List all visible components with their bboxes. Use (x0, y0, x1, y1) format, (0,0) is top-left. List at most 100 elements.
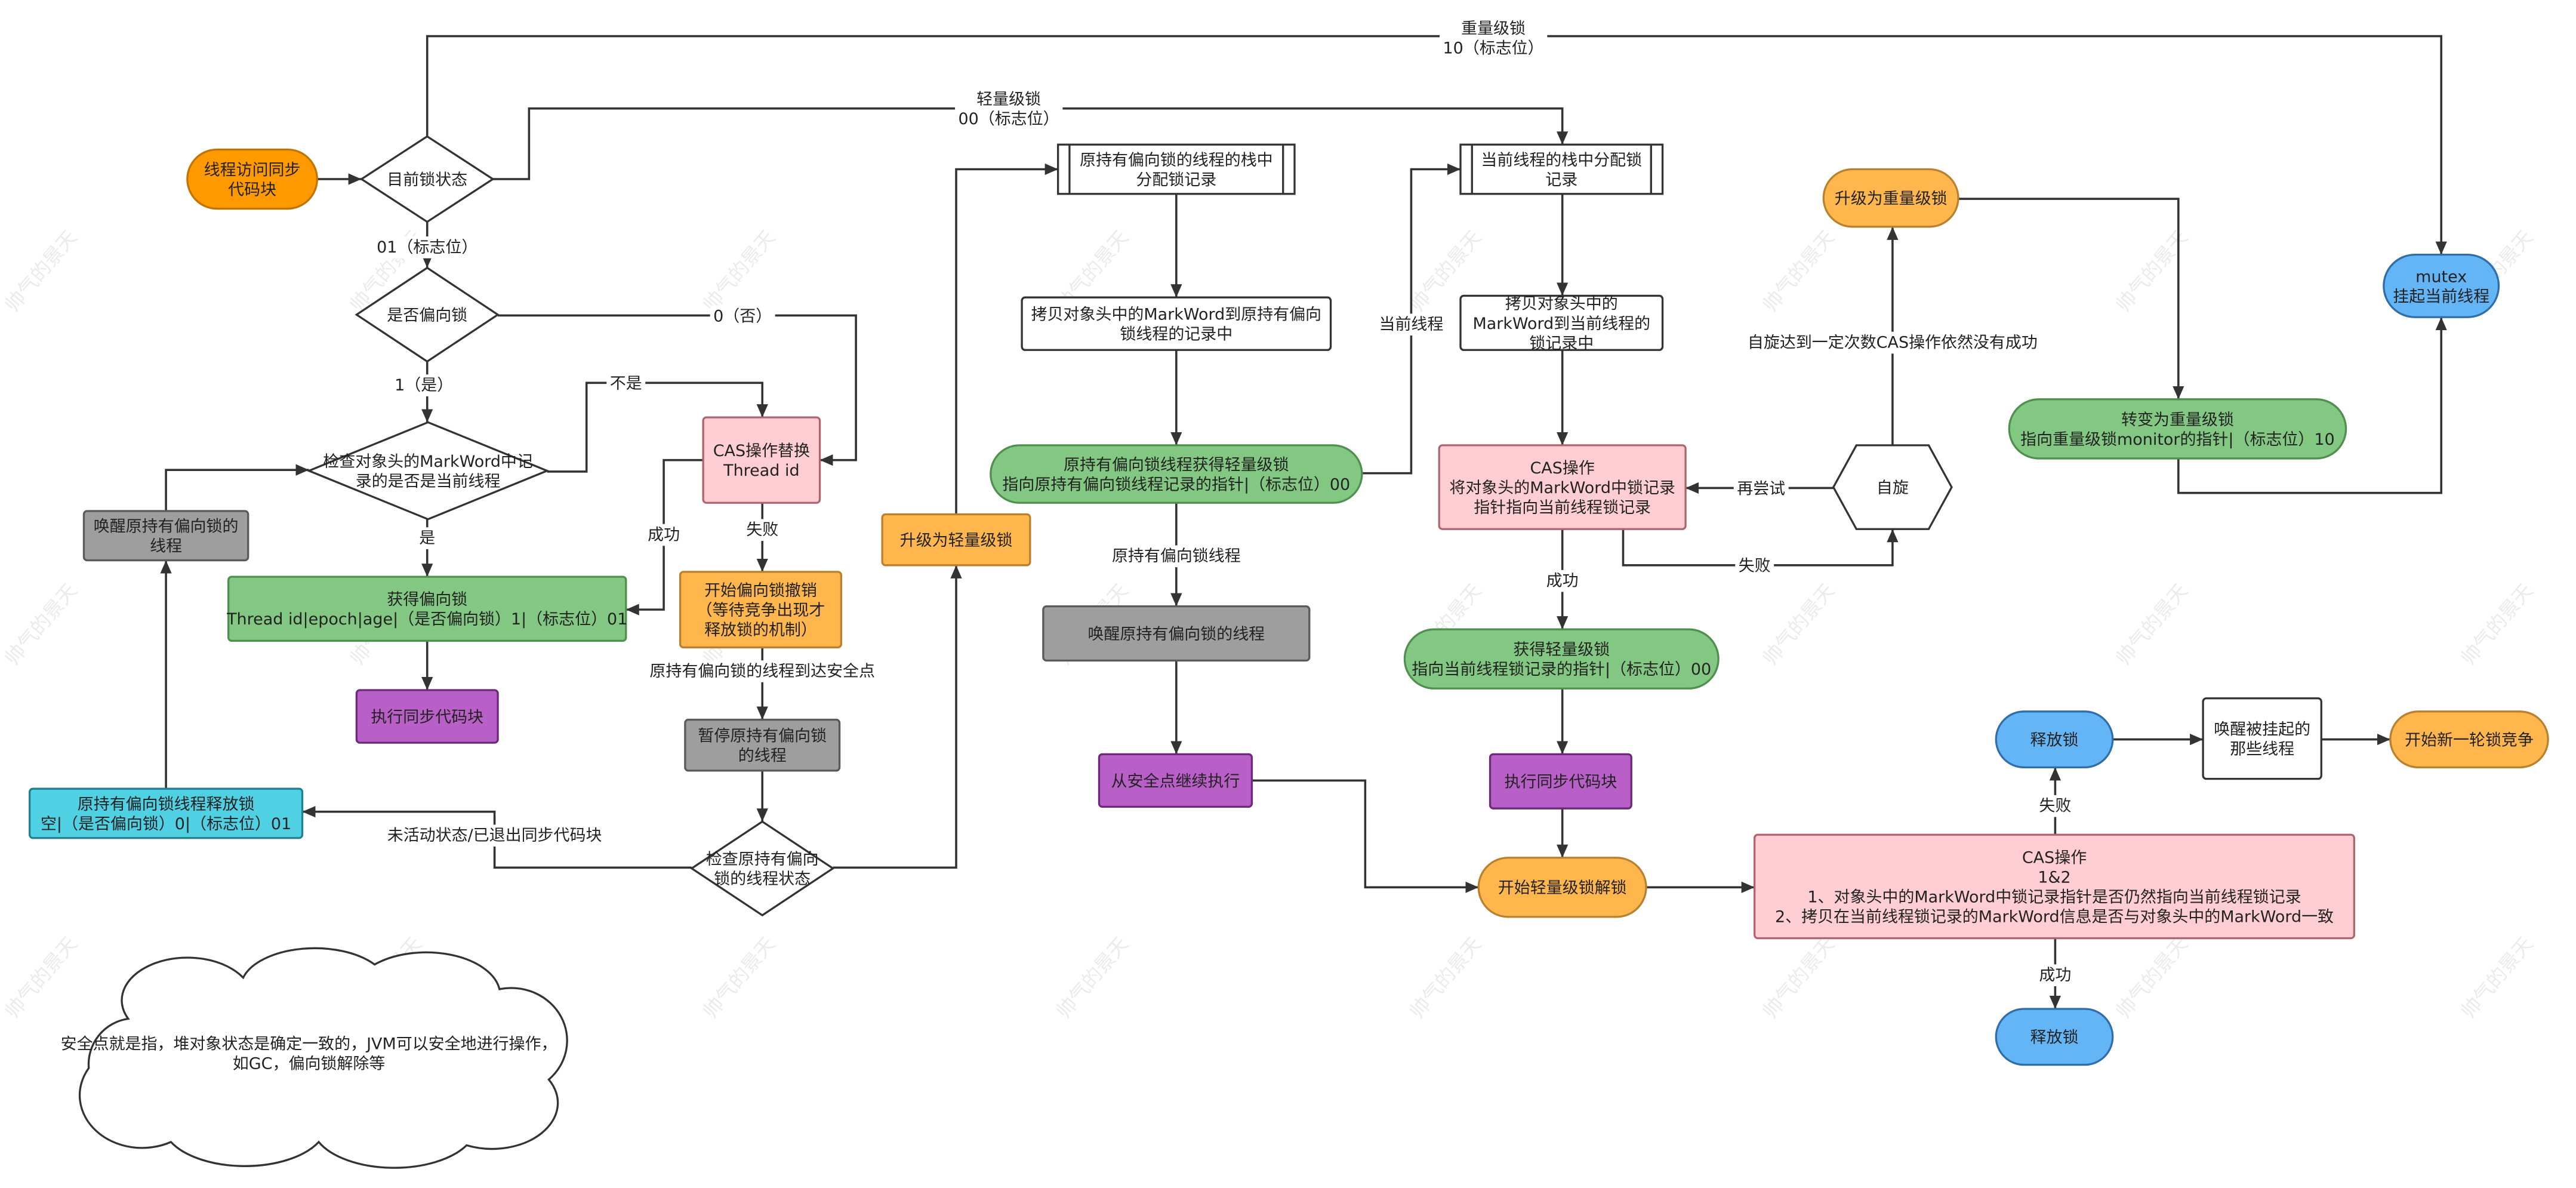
edge-check-markword-to-cas-thread-id (547, 381, 768, 473)
exec-sync-1-shape (355, 689, 499, 744)
cas-unlock-label-line: 2、拷贝在当前线程锁记录的MarkWord信息是否与对象头中的MarkWord一… (1775, 907, 2334, 926)
edge-label-unlock-fail: 失败 (2035, 795, 2075, 817)
wake-owner-2-label-line: 唤醒原持有偏向锁的线程 (1088, 625, 1265, 644)
edge-layer (160, 35, 2447, 1009)
release-biased-shape (28, 787, 304, 839)
start-unlock-label: 开始轻量级锁解锁 (1498, 879, 1627, 897)
edge-label-flag01: 01（标志位） (373, 236, 482, 258)
edge-label-light-label-line: 轻量级锁 (976, 90, 1041, 109)
node-cur-alloc: 当前线程的栈中分配锁记录 (1459, 143, 1664, 195)
to-heavy-label-line: 指向重量级锁monitor的指针|（标志位）10 (2020, 430, 2334, 449)
edge-label-background (955, 88, 1063, 130)
upgrade-heavy-shape (1822, 168, 1959, 228)
check-markword-label: 检查对象头的MarkWord中记录的是否是当前线程 (323, 453, 533, 491)
cas-thread-id-label-line: CAS操作替换 (713, 442, 810, 460)
edge-label-background (1440, 18, 1548, 60)
edge-label-not-current-label-line: 不是 (610, 374, 642, 393)
edge-label-flag01-label: 01（标志位） (377, 238, 477, 257)
release-ok-label: 释放锁 (2030, 1029, 2079, 1047)
node-resume-safepoint: 从安全点继续执行 (1098, 753, 1253, 808)
start-unlock-label-line: 开始轻量级锁解锁 (1498, 879, 1627, 897)
pause-owner-label-line: 暂停原持有偏向锁 (698, 727, 827, 746)
lock-state-label: 目前锁状态 (387, 171, 467, 189)
wake-owner-2-label: 唤醒原持有偏向锁的线程 (1088, 625, 1265, 644)
note-cloud-label-line: 安全点就是指，堆对象状态是确定一致的，JVM可以安全地进行操作， (61, 1035, 557, 1054)
cas-light-label-line: CAS操作 (1530, 459, 1594, 478)
edge-label-background (1375, 313, 1447, 336)
cur-copy-label-line: 拷贝对象头中的 (1505, 295, 1618, 313)
edge-label-cas-light-ok: 成功 (1543, 570, 1582, 592)
node-cas-light: CAS操作将对象头的MarkWord中锁记录指针指向当前线程锁记录 (1438, 444, 1687, 530)
node-owner-alloc: 原持有偏向锁的线程的栈中分配锁记录 (1057, 143, 1296, 195)
node-spin: 自旋 (1832, 444, 1953, 530)
node-layer: 线程访问同步代码块 目前锁状态是否偏向锁检查对象头的MarkWord中记录的是否是… (28, 135, 2549, 1066)
mutex-label-line: mutex (2415, 267, 2467, 286)
exec-sync-1-label-line: 执行同步代码块 (371, 708, 483, 727)
check-markword-shape (306, 421, 550, 521)
start-shape (186, 148, 318, 210)
edge-label-reach-safepoint: 原持有偏向锁的线程到达安全点 (646, 660, 879, 682)
get-biased-label-line: 获得偏向锁 (387, 590, 467, 609)
edge-label-not-current-label: 不是 (610, 374, 642, 393)
release-ok-label-line: 释放锁 (2030, 1029, 2079, 1047)
exec-sync-1-label: 执行同步代码块 (371, 708, 483, 727)
release-biased-label: 原持有偏向锁线程释放锁空|（是否偏向锁）0|（标志位）01 (41, 795, 291, 833)
get-light-label: 获得轻量级锁指向当前线程锁记录的指针|（标志位）00 (1412, 641, 1711, 679)
get-light-shape (1403, 628, 1720, 690)
new-round-label: 开始新一轮锁竞争 (2405, 731, 2534, 749)
owner-get-light-label: 原持有偏向锁线程获得轻量级锁指向原持有偏向锁线程记录的指针|（标志位）00 (1002, 455, 1350, 494)
edge-label-spin-fail: 失败 (1735, 555, 1774, 577)
mutex-shape (2383, 253, 2500, 318)
upgrade-heavy-label: 升级为重量级锁 (1835, 190, 1948, 208)
watermark-text: 帅气的景天 (2456, 932, 2537, 1023)
wake-owner-1-label-line: 唤醒原持有偏向锁的 (94, 518, 239, 536)
edge-label-biased-label: 1（是） (395, 376, 453, 395)
upgrade-light-shape (881, 513, 1031, 567)
exec-sync-2-label-line: 执行同步代码块 (1505, 773, 1617, 792)
edge-label-current-thread: 当前线程 (1375, 313, 1447, 336)
release-fail-label-line: 释放锁 (2030, 731, 2079, 749)
edge-label-unlock-ok-label-line: 成功 (2039, 966, 2071, 984)
node-release-fail: 释放锁 (1995, 710, 2114, 769)
edge-label-owner-thread-label: 原持有偏向锁线程 (1112, 547, 1241, 565)
note-cloud-label: 安全点就是指，堆对象状态是确定一致的，JVM可以安全地进行操作，如GC，偏向锁解… (61, 1035, 557, 1073)
edge-label-spin-exceeded-label-line: 自旋达到一定次数CAS操作依然没有成功 (1748, 333, 2038, 352)
watermark-text: 帅气的景天 (2456, 579, 2537, 670)
is-biased-label: 是否偏向锁 (387, 306, 467, 325)
upgrade-light-label-line: 升级为轻量级锁 (900, 531, 1013, 550)
mutex-label-line: 挂起当前线程 (2393, 287, 2489, 306)
start-label: 线程访问同步代码块 (204, 161, 301, 199)
wake-owner-1-label-line: 线程 (150, 537, 182, 556)
cas-thread-id-shape (702, 416, 821, 504)
release-biased-label-line: 原持有偏向锁线程释放锁 (78, 795, 255, 814)
edge-label-background (2035, 964, 2075, 987)
revoke-biased-label-line: （等待竞争出现才 (697, 601, 825, 620)
cur-alloc-label-line: 记录 (1545, 171, 1577, 189)
edge-label-spin-exceeded-label: 自旋达到一定次数CAS操作依然没有成功 (1748, 333, 2038, 352)
cas-thread-id-label-line: Thread id (723, 461, 799, 480)
to-heavy-label: 转变为重量级锁指向重量级锁monitor的指针|（标志位）10 (2020, 411, 2334, 449)
owner-get-light-label-line: 指向原持有偏向锁线程记录的指针|（标志位）00 (1002, 475, 1350, 494)
edge-label-cas-fail-label-line: 失败 (746, 521, 778, 539)
edge-label-inactive-label-line: 未活动状态/已退出同步代码块 (387, 826, 602, 845)
edge-label-background (1733, 478, 1789, 500)
cas-unlock-label-line: 1&2 (2038, 868, 2070, 887)
wake-owner-2-shape (1042, 605, 1311, 662)
pause-owner-label-line: 的线程 (738, 747, 787, 765)
edge-label-background (1744, 331, 2041, 354)
exec-sync-2-label: 执行同步代码块 (1505, 773, 1617, 792)
node-upgrade-heavy: 升级为重量级锁 (1822, 168, 1959, 228)
cur-copy-label-line: MarkWord到当前线程的 (1472, 315, 1650, 333)
resume-safepoint-label-line: 从安全点继续执行 (1111, 772, 1240, 790)
owner-get-light-label-line: 原持有偏向锁线程获得轻量级锁 (1064, 455, 1289, 474)
check-owner-state-shape (689, 820, 835, 917)
node-revoke-biased: 开始偏向锁撤销（等待竞争出现才释放锁的机制） (679, 571, 842, 649)
release-biased-label-line: 空|（是否偏向锁）0|（标志位）01 (41, 815, 291, 833)
node-wake-suspended: 唤醒被挂起的那些线程 (2202, 697, 2322, 780)
watermark-text: 帅气的景天 (1758, 579, 1839, 670)
